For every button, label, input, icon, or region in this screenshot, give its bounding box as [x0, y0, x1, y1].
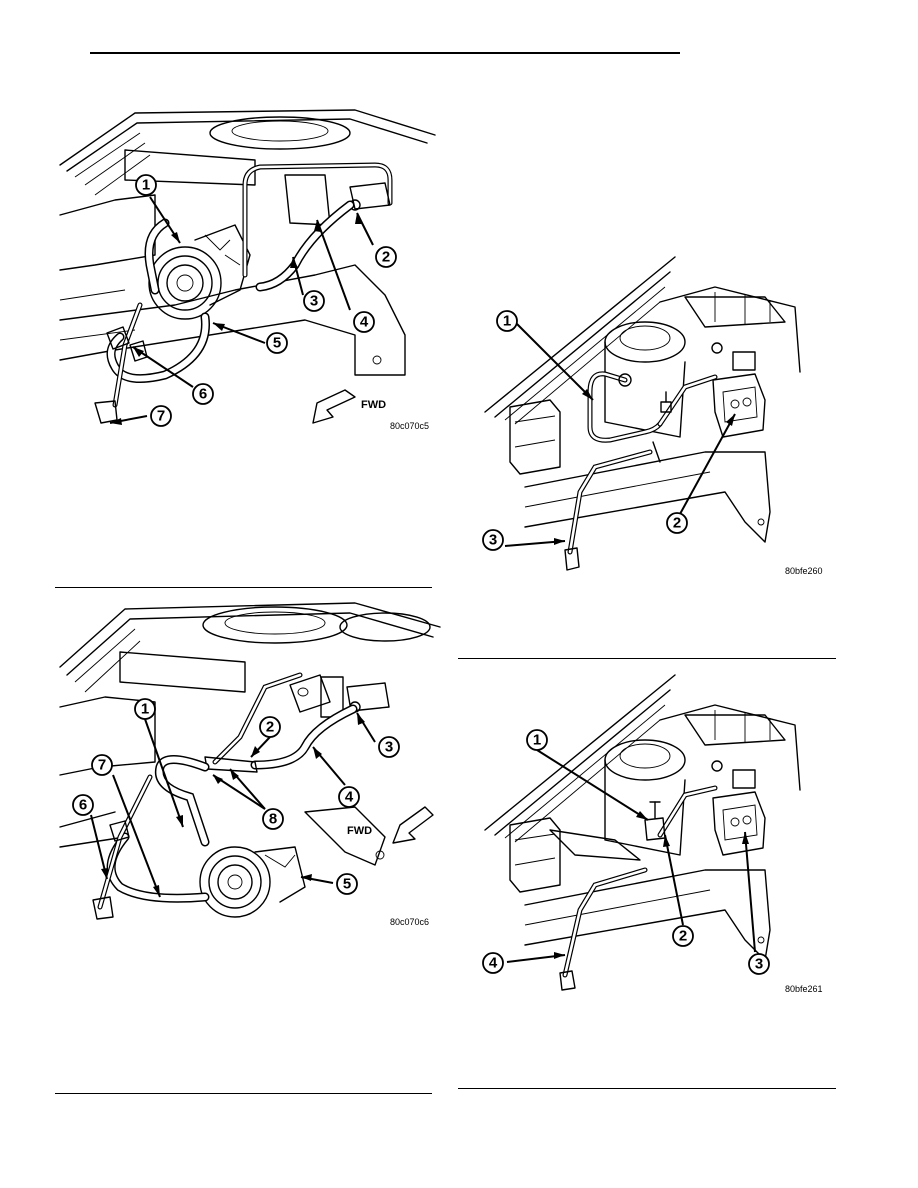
svg-text:1: 1	[503, 313, 511, 330]
svg-text:2: 2	[679, 928, 687, 945]
figure-code: 80c070c6	[390, 917, 430, 927]
figure-compressor-hoses-2: FWD 1 2 3 4 5 6 7 8 80c070c6	[55, 597, 445, 937]
callout-1: 1	[526, 729, 548, 751]
divider-rule-left-1	[55, 587, 432, 588]
callout-3: 3	[482, 529, 504, 551]
divider-rule-right-2	[458, 1088, 836, 1089]
svg-text:1: 1	[533, 732, 541, 749]
callout-4: 4	[482, 952, 504, 974]
callout-7: 7	[150, 405, 172, 427]
engine-bay-illustration: 1 2 3	[482, 256, 801, 571]
figure-code: 80bfe261	[785, 984, 823, 994]
callout-5: 5	[266, 332, 288, 354]
fwd-indicator: FWD	[312, 389, 386, 424]
fwd-indicator: FWD	[347, 806, 434, 844]
svg-text:6: 6	[199, 386, 207, 403]
fwd-label: FWD	[347, 825, 372, 837]
figure-liquid-line-1: 1 2 3 80bfe260	[465, 252, 835, 582]
callout-1: 1	[496, 310, 518, 332]
callout-6: 6	[72, 794, 94, 816]
callout-8: 8	[262, 808, 284, 830]
svg-text:2: 2	[382, 249, 390, 266]
svg-text:3: 3	[310, 293, 318, 310]
engine-bay-illustration: FWD 1 2 3 4 5 6 7	[59, 109, 436, 427]
callout-2: 2	[666, 512, 688, 534]
svg-text:6: 6	[79, 797, 87, 814]
svg-text:4: 4	[489, 955, 498, 972]
callout-2: 2	[259, 716, 281, 738]
callout-3: 3	[748, 953, 770, 975]
divider-rule-right-1	[458, 658, 836, 659]
figure-compressor-hoses-1: FWD 1 2 3 4 5 6 7 80c070c5	[55, 105, 445, 435]
callout-3: 3	[378, 736, 400, 758]
figure-code: 80bfe260	[785, 566, 823, 576]
svg-text:3: 3	[385, 739, 393, 756]
figure-code: 80c070c5	[390, 421, 430, 431]
svg-text:2: 2	[266, 719, 274, 736]
svg-text:3: 3	[755, 956, 763, 973]
svg-text:1: 1	[142, 177, 150, 194]
svg-text:1: 1	[141, 701, 149, 718]
callout-1: 1	[134, 698, 156, 720]
callout-6: 6	[192, 383, 214, 405]
figure-liquid-line-2: 1 2 3 4 80bfe261	[465, 670, 835, 1000]
callout-2: 2	[672, 925, 694, 947]
callout-5: 5	[336, 873, 358, 895]
svg-text:3: 3	[489, 532, 497, 549]
svg-text:7: 7	[157, 408, 165, 425]
svg-text:5: 5	[273, 335, 281, 352]
svg-text:2: 2	[673, 515, 681, 532]
engine-bay-illustration: FWD 1 2 3 4 5 6 7 8	[59, 602, 441, 920]
svg-text:4: 4	[360, 314, 369, 331]
svg-text:8: 8	[269, 811, 277, 828]
svg-text:7: 7	[98, 757, 106, 774]
callout-1: 1	[135, 174, 157, 196]
fwd-label: FWD	[361, 399, 386, 411]
header-rule	[90, 52, 680, 54]
callout-3: 3	[303, 290, 325, 312]
callout-4: 4	[338, 786, 360, 808]
svg-text:4: 4	[345, 789, 354, 806]
svg-text:5: 5	[343, 876, 351, 893]
callout-7: 7	[91, 754, 113, 776]
divider-rule-left-2	[55, 1093, 432, 1094]
engine-bay-illustration: 1 2 3 4	[482, 674, 801, 991]
callout-4: 4	[353, 311, 375, 333]
callout-2: 2	[375, 246, 397, 268]
